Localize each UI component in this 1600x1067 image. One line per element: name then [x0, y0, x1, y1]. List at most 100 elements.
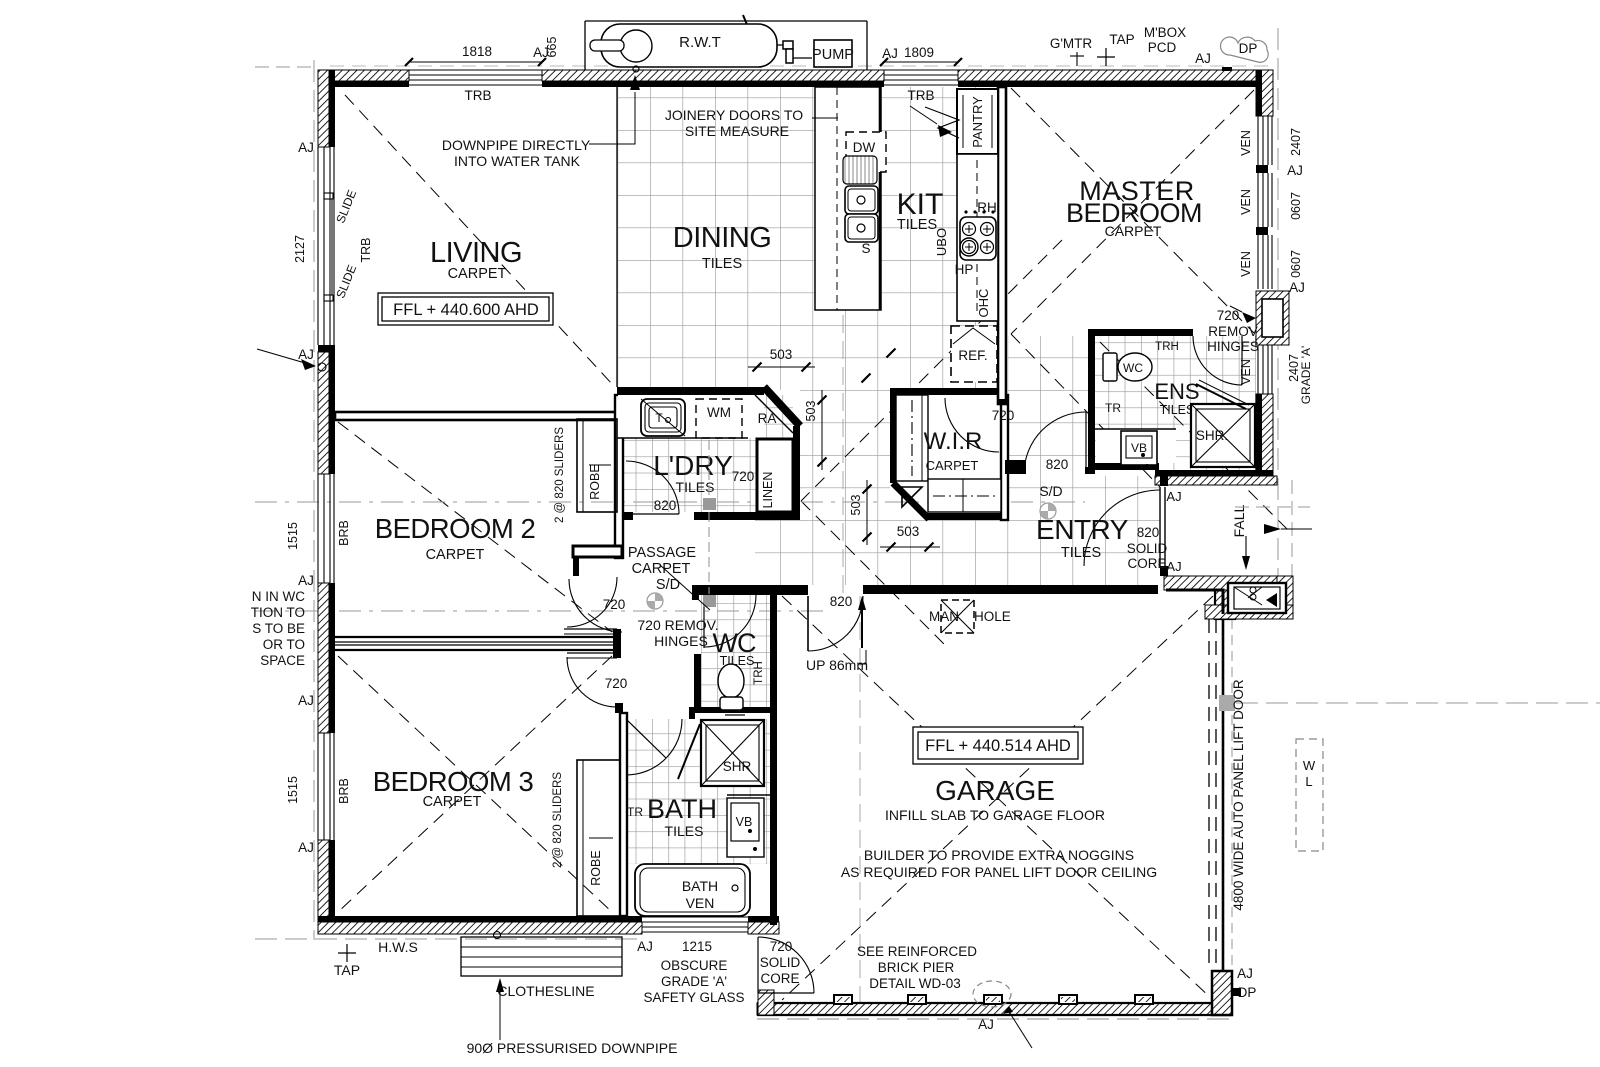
svg-text:720: 720 — [992, 408, 1015, 423]
svg-text:CORE: CORE — [760, 971, 799, 986]
svg-text:BEDROOM 3: BEDROOM 3 — [373, 766, 534, 797]
svg-text:RA: RA — [758, 411, 777, 426]
svg-text:CLOTHESLINE: CLOTHESLINE — [497, 983, 594, 999]
svg-text:TAP: TAP — [334, 962, 360, 978]
svg-text:1515: 1515 — [286, 522, 300, 550]
svg-text:CARPET: CARPET — [632, 561, 691, 577]
svg-text:TR: TR — [1105, 401, 1121, 415]
svg-text:DOWNPIPE DIRECTLY: DOWNPIPE DIRECTLY — [442, 137, 591, 153]
svg-text:L: L — [1305, 774, 1312, 789]
svg-text:665: 665 — [545, 37, 559, 58]
svg-text:LIVING: LIVING — [430, 237, 522, 269]
svg-text:SPACE: SPACE — [260, 653, 305, 668]
svg-text:REMOV: REMOV — [1208, 324, 1258, 339]
svg-text:SHR.: SHR. — [1196, 428, 1228, 443]
svg-text:WC: WC — [1123, 361, 1143, 375]
svg-text:2 @ 820 SLIDERS: 2 @ 820 SLIDERS — [552, 772, 564, 868]
svg-text:720: 720 — [605, 676, 628, 691]
svg-text:AJ: AJ — [637, 939, 653, 954]
svg-text:VEN: VEN — [686, 895, 715, 911]
svg-text:BRICK PIER: BRICK PIER — [878, 960, 955, 975]
svg-text:WC: WC — [713, 628, 756, 658]
svg-text:503: 503 — [804, 401, 818, 422]
svg-text:G'MTR: G'MTR — [1050, 36, 1093, 51]
svg-text:H.W.S: H.W.S — [378, 939, 418, 955]
svg-text:CORE: CORE — [1127, 556, 1166, 571]
svg-text:VB: VB — [736, 815, 753, 829]
svg-text:TILES: TILES — [665, 823, 704, 839]
svg-text:2127: 2127 — [293, 235, 307, 263]
svg-text:CARPET: CARPET — [448, 266, 507, 282]
svg-text:REF.: REF. — [958, 348, 987, 363]
svg-text:AJ: AJ — [298, 573, 314, 588]
svg-text:TR: TR — [627, 805, 643, 819]
svg-text:N IN WC: N IN WC — [252, 589, 305, 604]
svg-text:AJ: AJ — [533, 45, 549, 60]
svg-text:SITE MEASURE: SITE MEASURE — [685, 123, 789, 139]
svg-text:PANTRY: PANTRY — [970, 96, 985, 148]
svg-text:BATH: BATH — [647, 794, 717, 824]
svg-text:DW: DW — [853, 140, 876, 155]
svg-text:CARPET: CARPET — [426, 547, 485, 563]
svg-text:503: 503 — [770, 347, 793, 362]
svg-text:AJ: AJ — [1237, 966, 1253, 981]
svg-text:AJ: AJ — [1166, 489, 1181, 504]
svg-text:720: 720 — [732, 469, 755, 484]
svg-text:2407: 2407 — [1287, 354, 1301, 382]
svg-text:AJ: AJ — [1289, 280, 1305, 295]
svg-text:L'DRY: L'DRY — [653, 450, 733, 481]
svg-text:GARAGE: GARAGE — [935, 775, 1055, 806]
svg-text:AS REQUIRED FOR PANEL LIFT DOO: AS REQUIRED FOR PANEL LIFT DOOR CEILING — [841, 864, 1157, 880]
svg-text:AJ: AJ — [298, 140, 314, 155]
svg-text:AJ: AJ — [298, 840, 314, 855]
svg-text:MASTER: MASTER — [1079, 176, 1195, 206]
svg-text:DP: DP — [1238, 985, 1257, 1000]
svg-text:SAFETY GLASS: SAFETY GLASS — [643, 990, 744, 1005]
svg-text:720: 720 — [1217, 308, 1240, 323]
svg-text:TRB: TRB — [908, 88, 935, 103]
svg-text:BRB: BRB — [337, 778, 351, 804]
svg-text:PCD: PCD — [1148, 40, 1177, 55]
svg-text:SEE REINFORCED: SEE REINFORCED — [857, 944, 977, 959]
svg-text:W: W — [1303, 758, 1316, 773]
svg-text:ENTRY: ENTRY — [1036, 514, 1129, 545]
svg-text:820: 820 — [654, 498, 677, 513]
svg-text:1515: 1515 — [286, 776, 300, 804]
svg-text:ENS: ENS — [1154, 379, 1199, 404]
svg-text:1215: 1215 — [682, 939, 712, 954]
svg-text:4800 WIDE AUTO PANEL LIFT DOOR: 4800 WIDE AUTO PANEL LIFT DOOR — [1231, 679, 1246, 911]
svg-text:BATH: BATH — [682, 878, 718, 894]
svg-text:BEDROOM 2: BEDROOM 2 — [375, 513, 536, 544]
svg-text:OHC: OHC — [976, 289, 991, 318]
svg-text:BUILDER TO PROVIDE EXTRA NOGGI: BUILDER TO PROVIDE EXTRA NOGGINS — [864, 847, 1134, 863]
svg-text:DETAIL WD-03: DETAIL WD-03 — [869, 976, 961, 991]
svg-text:AJ: AJ — [1166, 559, 1181, 574]
svg-text:HINGES: HINGES — [654, 633, 708, 649]
svg-text:INFILL SLAB TO GARAGE FLOOR: INFILL SLAB TO GARAGE FLOOR — [885, 807, 1105, 823]
svg-text:DP: DP — [1239, 41, 1258, 56]
svg-text:BRB: BRB — [337, 520, 351, 546]
svg-text:LINEN: LINEN — [761, 472, 775, 509]
svg-text:SOLID: SOLID — [760, 955, 801, 970]
svg-text:S/D: S/D — [656, 577, 680, 593]
svg-text:W.I.R: W.I.R — [924, 428, 983, 455]
svg-text:TRH: TRH — [1155, 341, 1179, 353]
svg-text:AJ: AJ — [1195, 51, 1211, 66]
svg-text:VB: VB — [1131, 441, 1147, 455]
svg-text:AJ: AJ — [298, 693, 314, 708]
svg-text:0607: 0607 — [1289, 192, 1303, 220]
svg-text:S TO BE: S TO BE — [252, 621, 305, 636]
svg-text:720: 720 — [603, 597, 626, 612]
svg-text:503: 503 — [897, 524, 920, 539]
svg-text:CARPET: CARPET — [423, 794, 482, 810]
svg-text:DINING: DINING — [673, 222, 772, 254]
svg-text:JOINERY DOORS TO: JOINERY DOORS TO — [665, 107, 803, 123]
svg-text:2407: 2407 — [1289, 128, 1303, 156]
svg-text:2 @ 820 SLIDERS: 2 @ 820 SLIDERS — [554, 427, 566, 523]
svg-text:MAN: MAN — [929, 609, 959, 624]
svg-text:820: 820 — [1137, 525, 1160, 540]
svg-text:820: 820 — [1046, 457, 1069, 472]
svg-text:OR TO: OR TO — [263, 637, 305, 652]
svg-text:VEN: VEN — [1239, 251, 1253, 277]
svg-text:1818: 1818 — [462, 44, 492, 59]
